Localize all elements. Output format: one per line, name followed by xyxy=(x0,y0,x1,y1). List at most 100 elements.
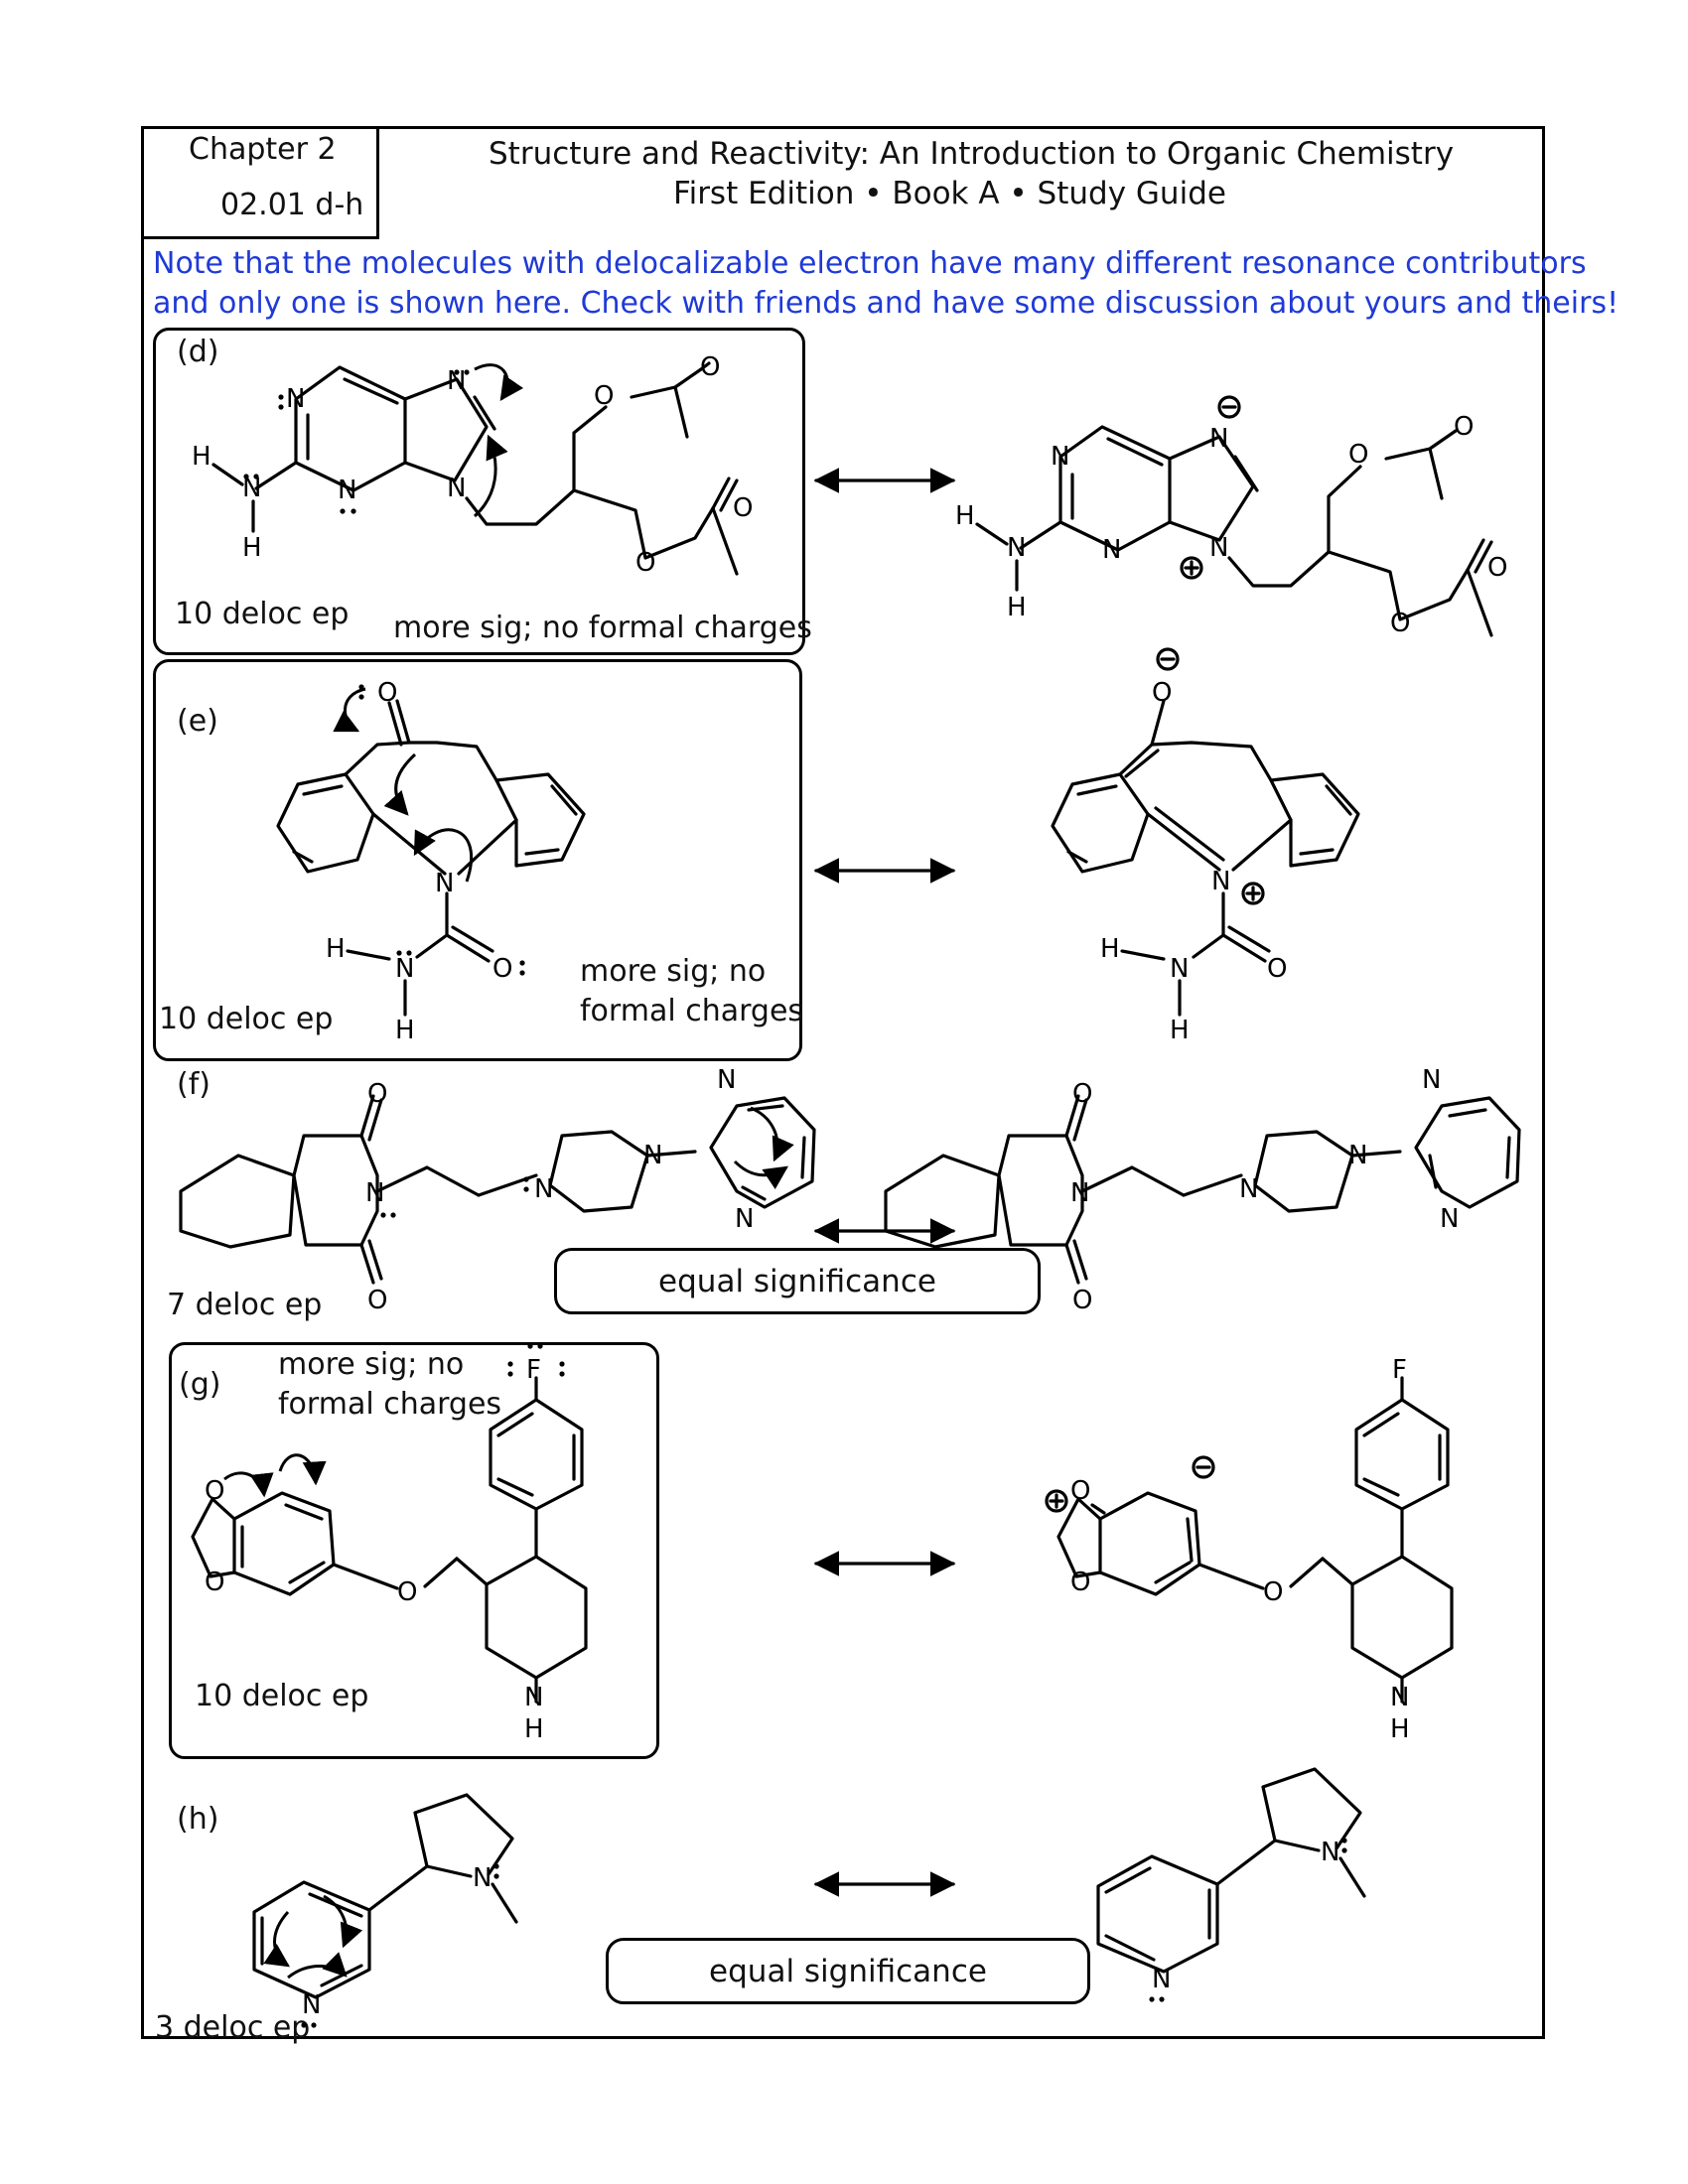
svg-text:O: O xyxy=(635,548,655,578)
svg-text:N: N xyxy=(717,1065,736,1095)
structure-g-left: O O O F N H xyxy=(191,1343,588,1744)
problem-e-significance-1: more sig; no xyxy=(580,954,767,989)
problem-h-equal-badge: equal significance xyxy=(606,1938,1090,2004)
svg-text:O: O xyxy=(1263,1577,1283,1607)
svg-text:N: N xyxy=(338,476,356,505)
structure-e-left: O N N O H H xyxy=(276,678,586,1045)
problem-h-label: (h) xyxy=(177,1802,219,1837)
svg-text:N: N xyxy=(1209,533,1228,563)
problem-f-equal-badge: equal significance xyxy=(554,1248,1041,1314)
structure-h-right: N N xyxy=(1096,1767,1366,2002)
problem-h-deloc-count: 3 deloc ep xyxy=(155,2010,311,2045)
svg-text:N: N xyxy=(1239,1174,1258,1204)
svg-text:N: N xyxy=(447,474,466,503)
svg-text:N: N xyxy=(1211,867,1230,896)
svg-text:N: N xyxy=(1007,533,1026,563)
svg-text:H: H xyxy=(1170,1016,1190,1045)
svg-text:N: N xyxy=(735,1204,754,1234)
problem-e-label: (e) xyxy=(177,704,218,739)
svg-text:O: O xyxy=(367,1286,387,1315)
svg-text:O: O xyxy=(1070,1476,1090,1506)
structure-f-right: O O N N N N N xyxy=(884,1065,1521,1315)
svg-text:N: N xyxy=(1051,442,1069,472)
svg-text:H: H xyxy=(242,533,262,563)
note-line-1: Note that the molecules with delocalizab… xyxy=(153,246,1587,281)
chapter-box xyxy=(141,126,379,239)
svg-text:H: H xyxy=(1390,1714,1410,1744)
svg-text:N: N xyxy=(1152,1965,1171,1994)
svg-text:O: O xyxy=(1070,1568,1090,1597)
svg-text:N: N xyxy=(365,1178,384,1208)
book-subtitle: First Edition • Book A • Study Guide xyxy=(673,176,1226,211)
problem-d-significance: more sig; no formal charges xyxy=(393,611,812,645)
problem-d-label: (d) xyxy=(177,335,219,369)
svg-text:O: O xyxy=(397,1577,417,1607)
svg-text:N: N xyxy=(524,1683,543,1712)
problem-f-label: (f) xyxy=(177,1067,211,1102)
svg-text:N: N xyxy=(1390,1683,1409,1712)
svg-text:N: N xyxy=(1321,1838,1339,1867)
svg-text:N: N xyxy=(1102,535,1121,565)
svg-text:O: O xyxy=(205,1476,224,1506)
svg-text:O: O xyxy=(377,678,397,708)
svg-text:H: H xyxy=(1007,593,1027,622)
svg-text:N: N xyxy=(242,474,261,503)
svg-text:N: N xyxy=(302,1990,321,2020)
svg-text:O: O xyxy=(733,493,753,523)
svg-text:N: N xyxy=(395,954,414,984)
svg-text:H: H xyxy=(524,1714,544,1744)
svg-text:N: N xyxy=(643,1141,662,1170)
svg-text:N: N xyxy=(1209,424,1228,454)
svg-text:O: O xyxy=(1152,678,1172,708)
svg-text:O: O xyxy=(1267,954,1287,984)
problem-d-deloc-count: 10 deloc ep xyxy=(175,597,350,631)
svg-text:H: H xyxy=(326,934,346,964)
chapter-label: Chapter 2 xyxy=(189,132,337,167)
problem-e-box xyxy=(153,659,802,1061)
problem-d-box xyxy=(153,328,805,655)
svg-text:O: O xyxy=(1348,440,1368,470)
svg-text:N: N xyxy=(1070,1178,1089,1208)
svg-text:N: N xyxy=(1170,954,1189,984)
svg-text:F: F xyxy=(1392,1355,1407,1385)
problem-g-deloc-count: 10 deloc ep xyxy=(195,1679,369,1713)
section-label: 02.01 d-h xyxy=(220,188,364,222)
svg-text:N: N xyxy=(1348,1141,1367,1170)
problem-g-label: (g) xyxy=(179,1367,221,1402)
svg-text:N: N xyxy=(447,366,466,396)
structure-d-left: N N N N N H H O O O O xyxy=(192,352,753,578)
svg-text:O: O xyxy=(205,1568,224,1597)
problem-e-deloc-count: 10 deloc ep xyxy=(159,1002,334,1036)
structure-g-right: O O O F N H xyxy=(1045,1355,1454,1744)
structure-f-left: O O N N N N N xyxy=(179,1065,816,1315)
page-frame xyxy=(141,126,1545,2039)
svg-text:O: O xyxy=(1487,553,1507,583)
svg-text:H: H xyxy=(192,442,211,472)
structure-d-right: N N N N N H H O O O O xyxy=(955,395,1507,638)
book-title: Structure and Reactivity: An Introductio… xyxy=(489,136,1455,172)
svg-text:O: O xyxy=(1072,1079,1092,1109)
svg-text:O: O xyxy=(492,954,512,984)
svg-text:O: O xyxy=(700,352,720,382)
problem-e-significance-2: formal charges xyxy=(580,994,804,1028)
svg-text:O: O xyxy=(367,1079,387,1109)
svg-text:N: N xyxy=(534,1174,553,1204)
svg-text:N: N xyxy=(435,869,454,898)
svg-text:N: N xyxy=(473,1863,492,1893)
problem-g-box xyxy=(169,1342,659,1759)
svg-text:N: N xyxy=(1440,1204,1459,1234)
structure-e-right: O N N O H H xyxy=(1051,647,1360,1045)
svg-text:F: F xyxy=(526,1355,541,1385)
problem-f-deloc-count: 7 deloc ep xyxy=(167,1288,323,1322)
svg-text:O: O xyxy=(1390,609,1410,638)
structure-h-left: N N xyxy=(252,1793,518,2028)
svg-text:H: H xyxy=(395,1016,415,1045)
problem-g-significance-2: formal charges xyxy=(278,1387,502,1422)
svg-text:O: O xyxy=(594,381,614,411)
note-line-2: and only one is shown here. Check with f… xyxy=(153,286,1619,321)
resonance-arrows xyxy=(813,468,956,1897)
svg-text:O: O xyxy=(1454,412,1474,442)
svg-text:H: H xyxy=(1100,934,1120,964)
